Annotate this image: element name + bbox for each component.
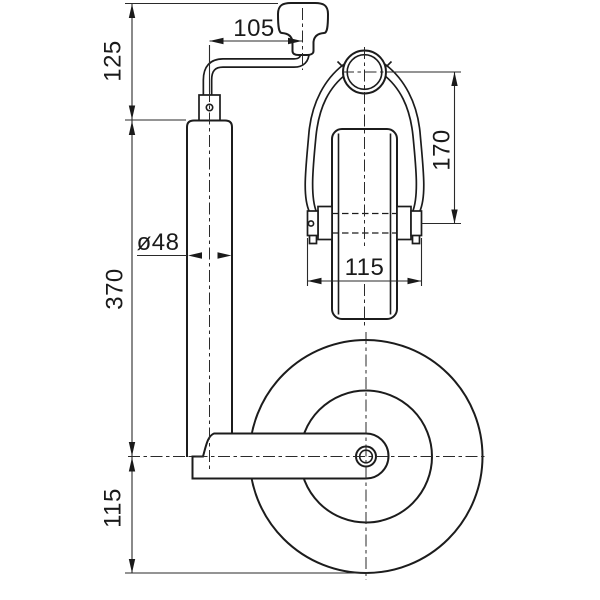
dim-label-125: 125 bbox=[100, 40, 127, 82]
dim-label-170: 170 bbox=[429, 129, 456, 171]
fork-arm-right bbox=[380, 63, 425, 245]
fork-ear-right bbox=[385, 60, 393, 68]
axle-cap-left bbox=[306, 210, 319, 237]
arrow-105-left bbox=[209, 37, 224, 45]
dim-label-370: 370 bbox=[102, 268, 129, 310]
dim-label-48: ø48 bbox=[137, 229, 180, 256]
cotter-pin-hole bbox=[307, 220, 315, 227]
bolt-hole bbox=[205, 103, 214, 112]
hub-boss-left bbox=[317, 205, 333, 241]
axle-cap-right bbox=[410, 210, 423, 237]
dim-label-105: 105 bbox=[233, 15, 275, 42]
arrow-170-top bbox=[451, 72, 458, 86]
arrow-370-top bbox=[128, 121, 136, 135]
arrow-125-top bbox=[128, 4, 136, 18]
fork-arm-left bbox=[304, 63, 349, 245]
dim-label-115-front: 115 bbox=[345, 254, 385, 281]
crank-arm bbox=[202, 46, 310, 100]
dimensions: 125 105 370 115 ø48 170 115 bbox=[100, 2, 461, 574]
arrow-370-bottom bbox=[128, 442, 136, 456]
crank-knob bbox=[276, 2, 330, 56]
arrow-115f-left bbox=[307, 277, 322, 285]
arrow-170-bottom bbox=[451, 209, 458, 224]
arrow-48-left bbox=[188, 252, 202, 259]
hub-boss-right bbox=[396, 205, 412, 241]
arrow-105-right bbox=[288, 37, 302, 45]
arrow-115f-right bbox=[407, 277, 422, 285]
arrow-125-bottom bbox=[128, 105, 136, 120]
fork-ear-left bbox=[336, 60, 344, 68]
centerlines bbox=[128, 8, 488, 580]
arrow-48-right bbox=[217, 252, 232, 259]
arrow-115s-top bbox=[128, 457, 136, 472]
dim-label-115-side: 115 bbox=[100, 488, 127, 528]
arrow-115s-bottom bbox=[128, 559, 136, 573]
